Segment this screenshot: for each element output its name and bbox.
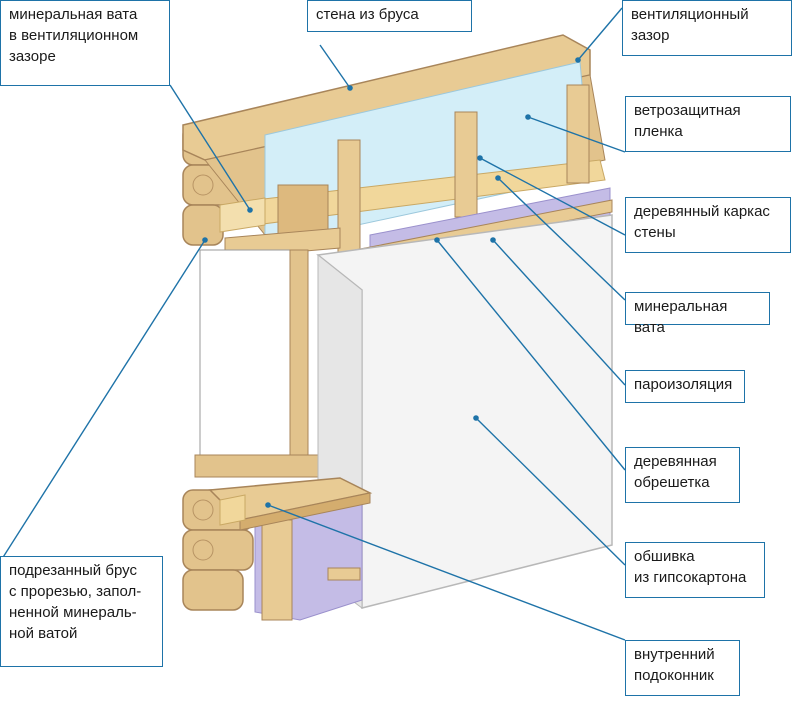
label-cut-beam: подрезанный брус с прорезью, запол- ненн… [0,556,163,667]
window-opening [199,249,301,461]
label-ventilation-gap: вентиляционный зазор [622,0,792,56]
label-window-sill: внутренний подоконник [625,640,740,696]
leader-dots [202,57,581,508]
label-wooden-battens: деревянная обрешетка [625,447,740,503]
label-timber-wall: стена из бруса [307,0,472,32]
label-drywall-sheathing: обшивка из гипсокартона [625,542,765,598]
label-mineral-wool-gap: минеральная вата в вентиляционном зазоре [0,0,170,86]
label-wooden-frame: деревянный каркас стены [625,197,791,253]
leader-lines [0,7,626,641]
label-windproof-film: ветрозащитная пленка [625,96,791,152]
label-mineral-wool: минеральная вата [625,292,770,336]
label-vapor-barrier: пароизоляция [625,370,745,403]
